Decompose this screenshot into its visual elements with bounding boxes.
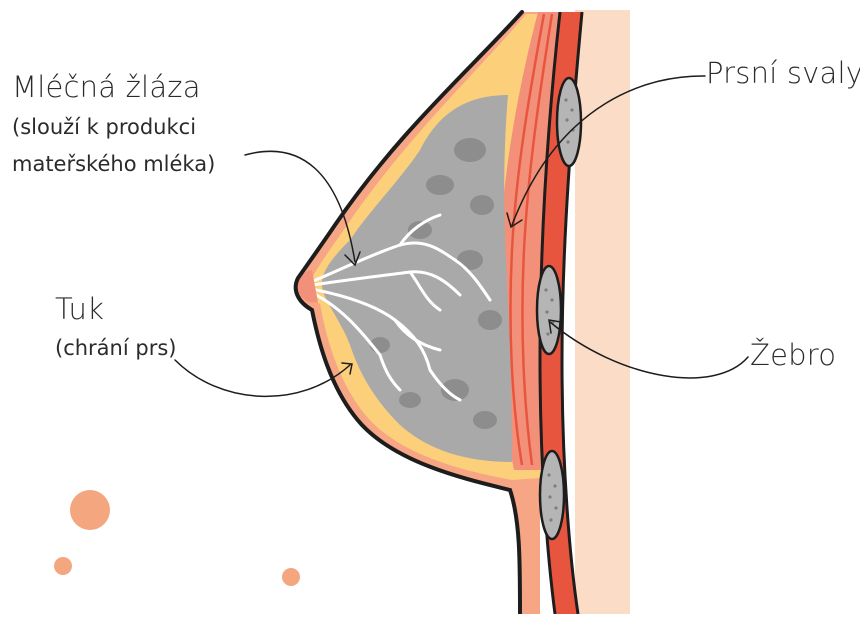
label-fat-desc: (chrání prs) (55, 336, 176, 360)
label-fat: Tuk (55, 292, 104, 326)
label-mammary-gland-desc-2: mateřského mléka) (12, 152, 215, 176)
label-pectoral-muscles: Prsní svaly (706, 56, 860, 90)
decor-dot-small-right (282, 568, 300, 586)
label-rib: Žebro (750, 338, 836, 372)
decor-dot-small-left (54, 557, 72, 575)
fat-callout-line (175, 360, 350, 396)
label-mammary-gland-desc-1: (slouží k produkci (12, 115, 196, 139)
label-mammary-gland: Mléčná žláza (12, 70, 201, 104)
chest-wall-background (575, 10, 630, 614)
decor-dot-large (70, 490, 110, 530)
